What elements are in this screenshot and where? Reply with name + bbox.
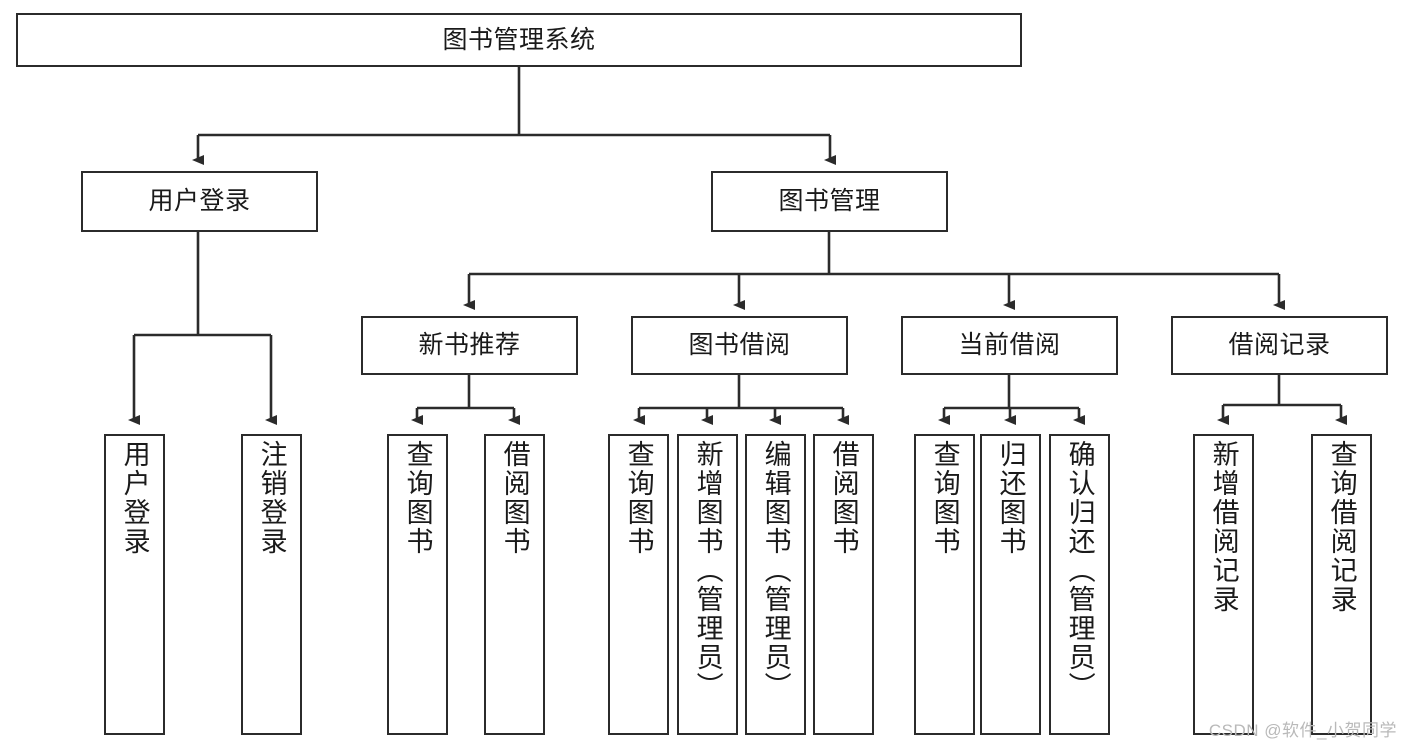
node-root-label: 图书管理系统 [442, 25, 596, 54]
node-leaf-edit-book[interactable]: 编辑图书（管理员） [745, 434, 806, 735]
node-leaf-borrow-book-2-label: 借阅图书 [828, 440, 859, 556]
node-leaf-query-record-label: 查询借阅记录 [1326, 440, 1357, 614]
node-leaf-user-login-label: 用户登录 [119, 440, 150, 556]
node-book-management-label: 图书管理 [778, 187, 881, 215]
node-leaf-return-book-label: 归还图书 [995, 440, 1026, 556]
node-book-borrow[interactable]: 图书借阅 [631, 316, 848, 375]
node-leaf-query-book-2[interactable]: 查询图书 [608, 434, 669, 735]
node-leaf-borrow-book-1-label: 借阅图书 [499, 440, 530, 556]
node-current-borrow-label: 当前借阅 [958, 331, 1061, 359]
node-leaf-confirm-return-label: 确认归还（管理员） [1064, 440, 1095, 701]
node-leaf-return-book[interactable]: 归还图书 [980, 434, 1041, 735]
node-book-management[interactable]: 图书管理 [711, 171, 948, 232]
node-leaf-query-book-3-label: 查询图书 [929, 440, 960, 556]
node-leaf-confirm-return[interactable]: 确认归还（管理员） [1049, 434, 1110, 735]
node-new-book-recommend[interactable]: 新书推荐 [361, 316, 578, 375]
node-borrow-record[interactable]: 借阅记录 [1171, 316, 1388, 375]
node-leaf-borrow-book-1[interactable]: 借阅图书 [484, 434, 545, 735]
node-book-borrow-label: 图书借阅 [688, 331, 791, 359]
node-leaf-add-book[interactable]: 新增图书（管理员） [677, 434, 738, 735]
node-leaf-query-book-2-label: 查询图书 [623, 440, 654, 556]
node-user-login[interactable]: 用户登录 [81, 171, 318, 232]
node-leaf-add-book-label: 新增图书（管理员） [692, 440, 723, 701]
node-leaf-borrow-book-2[interactable]: 借阅图书 [813, 434, 874, 735]
node-new-book-recommend-label: 新书推荐 [418, 331, 521, 359]
node-leaf-query-book-3[interactable]: 查询图书 [914, 434, 975, 735]
watermark: CSDN @软件_小贺同学 [1208, 721, 1397, 740]
node-leaf-query-book-1-label: 查询图书 [402, 440, 433, 556]
node-leaf-edit-book-label: 编辑图书（管理员） [760, 440, 791, 701]
node-leaf-logout[interactable]: 注销登录 [241, 434, 302, 735]
node-leaf-add-record[interactable]: 新增借阅记录 [1193, 434, 1254, 735]
node-leaf-add-record-label: 新增借阅记录 [1208, 440, 1239, 614]
node-leaf-user-login[interactable]: 用户登录 [104, 434, 165, 735]
node-root[interactable]: 图书管理系统 [16, 13, 1022, 67]
node-leaf-query-record[interactable]: 查询借阅记录 [1311, 434, 1372, 735]
node-current-borrow[interactable]: 当前借阅 [901, 316, 1118, 375]
node-user-login-label: 用户登录 [148, 187, 251, 215]
node-leaf-query-book-1[interactable]: 查询图书 [387, 434, 448, 735]
node-leaf-logout-label: 注销登录 [256, 440, 287, 556]
node-borrow-record-label: 借阅记录 [1228, 331, 1331, 359]
